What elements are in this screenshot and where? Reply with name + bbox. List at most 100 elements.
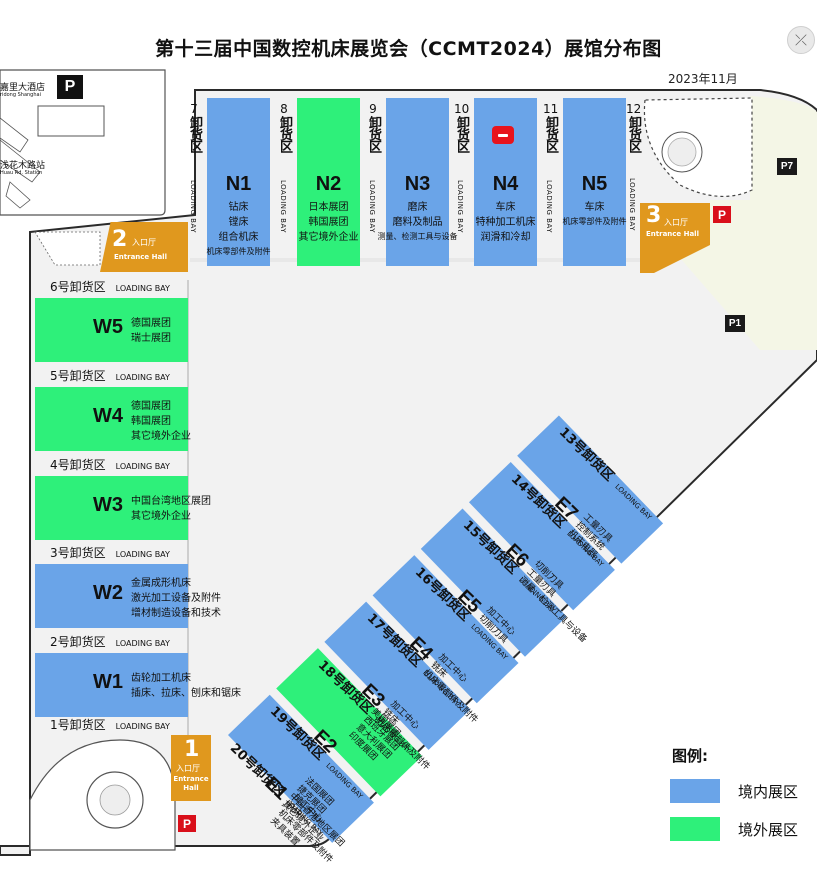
hall-n2[interactable]: N2 日本展团韩国展团其它境外企业 — [297, 98, 360, 266]
hall-n3[interactable]: N3 磨床磨料及制品测量、检测工具与设备 — [378, 98, 458, 266]
hotel-subname: ridong Shanghai — [0, 92, 41, 98]
loading-bay-en: LOADING BAY — [456, 180, 464, 233]
loading-bay-zh: 6号卸货区 — [50, 280, 106, 294]
entrance-hall-2[interactable]: 2 入口厅 Entrance Hall — [100, 222, 188, 272]
loading-bay-label: 卸货区 — [454, 116, 469, 152]
loading-bay-en: LOADING BAY — [115, 550, 170, 559]
map-date: 2023年11月 — [668, 72, 738, 86]
hall-category: 特种加工机床 — [475, 217, 536, 228]
loading-bay-en: LOADING BAY — [115, 373, 170, 382]
entrance-2-zh: 入口厅 — [132, 238, 156, 247]
hall-category: 瑞士展团 — [131, 333, 171, 344]
loading-bay-number: 10 — [454, 102, 470, 116]
loading-bay-label: 6号卸货区 LOADING BAY — [50, 278, 170, 295]
hall-category: 车床 — [584, 202, 605, 213]
loading-bay-en: LOADING BAY — [545, 180, 553, 233]
hall-code: W3 — [93, 494, 123, 516]
hall-category: 机床零部件及附件 — [206, 247, 271, 256]
loading-bay-label: 卸货区 — [277, 116, 292, 152]
loading-bay-label: 卸货区 — [543, 116, 558, 152]
hall-e2-shape[interactable] — [276, 648, 423, 797]
entrance-1-zh: 入口厅 — [176, 764, 200, 773]
hall-e3-shape[interactable] — [324, 601, 471, 750]
parking-icon-1: P — [178, 815, 196, 832]
hall-code: W4 — [93, 405, 123, 427]
hall-code: N2 — [315, 173, 342, 195]
parking-lot-p7: P7 — [777, 158, 797, 175]
hall-e5-shape[interactable] — [420, 508, 567, 657]
hall-code: W2 — [93, 582, 123, 604]
hall-category: 测量、检测工具与设备 — [377, 232, 458, 241]
entrance-3-zh: 入口厅 — [664, 218, 688, 227]
loading-bay-label: 5号卸货区 LOADING BAY — [50, 367, 170, 384]
hall-category: 其它境外企业 — [298, 232, 359, 243]
hall-e4-shape[interactable] — [372, 555, 519, 704]
hall-e7-shape[interactable] — [517, 415, 664, 564]
entrance-2-number: 2 — [112, 227, 128, 252]
hall-category: 激光加工设备及附件 — [131, 593, 221, 604]
hall-w5[interactable]: W5 德国展团瑞士展团 — [35, 298, 188, 362]
hall-category: 其它境外企业 — [131, 431, 191, 442]
legend-title: 图例: — [672, 747, 708, 765]
hall-category: 其它境外企业 — [131, 511, 191, 522]
marker-icon — [498, 133, 508, 137]
loading-bay-label: 卸货区 — [626, 116, 641, 152]
hall-category: 车床 — [495, 202, 516, 213]
hall-category: 金属成形机床 — [131, 578, 191, 589]
legend-label-domestic: 境内展区 — [738, 783, 799, 801]
loading-bay-en: LOADING BAY — [115, 462, 170, 471]
hall-e6-shape[interactable] — [468, 461, 615, 611]
hall-category: 德国展团 — [131, 401, 171, 412]
loading-bay-en: LOADING BAY — [115, 284, 170, 293]
hall-category: 日本展团 — [308, 202, 349, 213]
entrance-1-number: 1 — [184, 737, 200, 762]
loading-bay-number: 11 — [543, 102, 559, 116]
close-icon: ⤫ — [794, 31, 807, 49]
parking-icon-3: P — [713, 206, 731, 223]
entrance-hall-1[interactable]: 1 入口厅 Entrance Hall — [171, 735, 211, 801]
loading-bay-en: LOADING BAY — [189, 180, 197, 233]
close-button[interactable]: ⤫ — [787, 26, 815, 54]
station-subname: Huau Rd. Station — [0, 170, 43, 176]
entrance-2-en: Entrance Hall — [114, 253, 167, 261]
hall-category: 韩国展团 — [131, 416, 171, 427]
entrance-3-number: 3 — [646, 203, 662, 228]
loading-bay-en: LOADING BAY — [628, 178, 636, 231]
loading-bay-label: 3号卸货区 LOADING BAY — [50, 544, 170, 561]
hall-category: 韩国展团 — [308, 217, 349, 228]
hall-category: 镗床 — [228, 217, 249, 228]
loading-bay-en: LOADING BAY — [115, 639, 170, 648]
loading-bay-number: 9 — [369, 102, 377, 116]
legend-label-overseas: 境外展区 — [738, 821, 799, 839]
hall-code: N3 — [404, 173, 431, 195]
hotel-building — [37, 105, 105, 137]
loading-bay-en: LOADING BAY — [368, 180, 376, 233]
hall-category: 钻床 — [228, 202, 249, 213]
hall-category: 磨料及制品 — [392, 217, 443, 228]
loading-bay-number: 12 — [626, 102, 642, 116]
loading-bay-zh: 3号卸货区 — [50, 546, 106, 560]
hall-category: 德国展团 — [131, 318, 171, 329]
loading-bay-en: LOADING BAY — [279, 180, 287, 233]
hall-category: 磨床 — [407, 202, 428, 213]
hall-category: 齿轮加工机床 — [131, 673, 191, 684]
parking-lot-p1: P1 — [725, 315, 745, 332]
hall-e1-shape[interactable] — [228, 694, 374, 843]
hotel-parking-icon: P — [57, 75, 83, 99]
n4-marker — [492, 126, 514, 144]
entrance-3-en: Entrance Hall — [646, 230, 699, 238]
hall-w4[interactable]: W4 德国展团韩国展团其它境外企业 — [35, 387, 191, 451]
loading-bay-number: 7 — [190, 102, 198, 116]
hall-code: W5 — [93, 316, 123, 338]
hall-code: N1 — [225, 173, 252, 195]
loading-bay-zh: 5号卸货区 — [50, 369, 106, 383]
